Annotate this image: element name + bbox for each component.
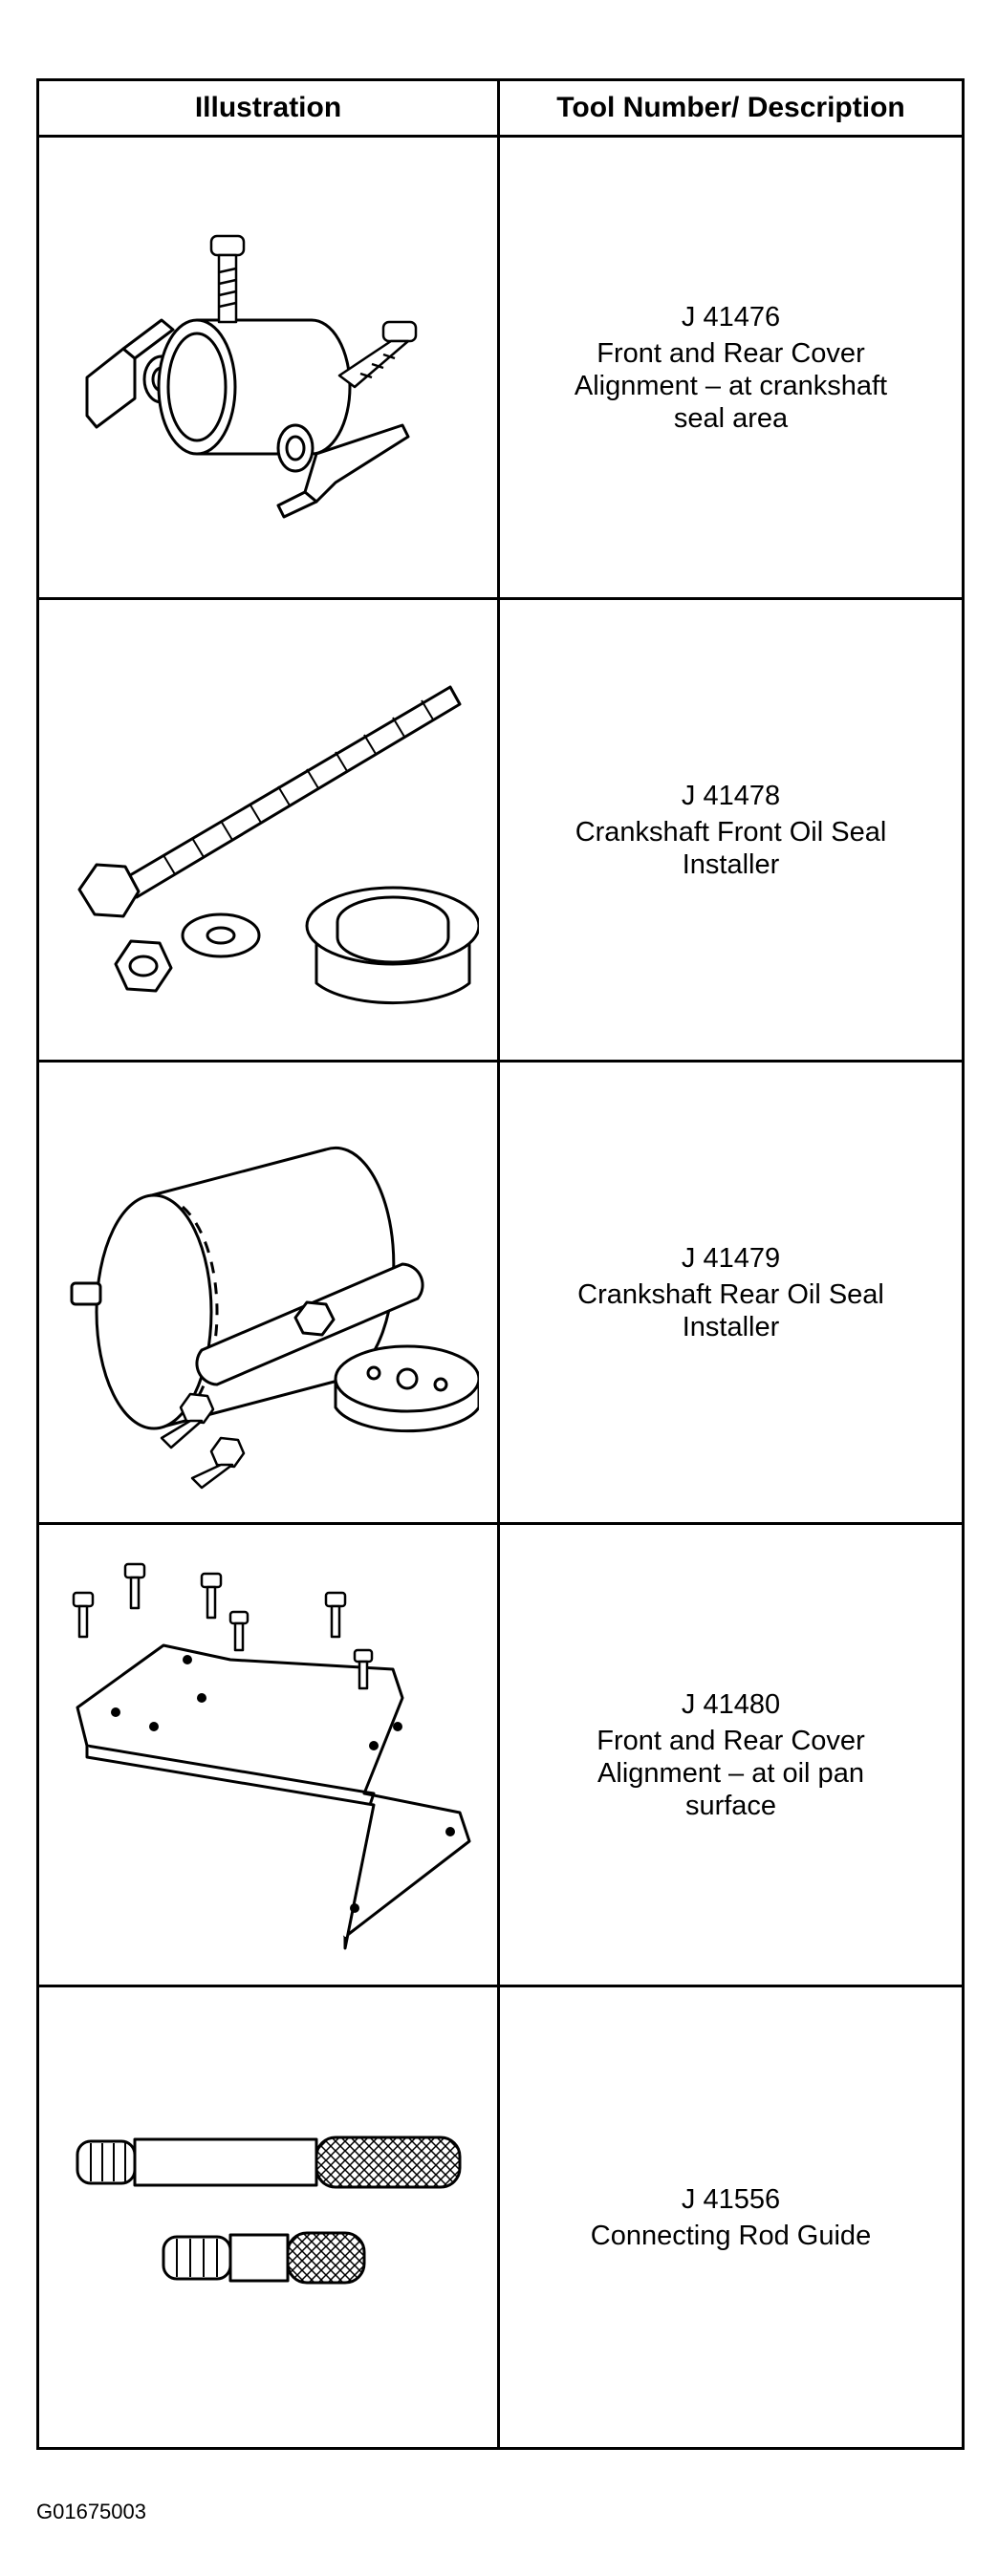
special-tools-table: Illustration Tool Number/ Description — [36, 78, 965, 2450]
description-cell: J 41476 Front and Rear Cover Alignment –… — [497, 135, 965, 600]
tool-number: J 41478 — [681, 780, 781, 811]
header-illustration: Illustration — [36, 78, 500, 138]
connecting-rod-guide-icon — [76, 2136, 461, 2284]
illustration-cell — [36, 1985, 500, 2450]
header-tool-number-description: Tool Number/ Description — [497, 78, 965, 138]
table-row: J 41479 Crankshaft Rear Oil Seal Install… — [36, 1060, 965, 1525]
header-row: Illustration Tool Number/ Description — [36, 78, 965, 138]
oil-pan-alignment-plate-icon — [72, 1562, 470, 1949]
description-cell: J 41556 Connecting Rod Guide — [497, 1985, 965, 2450]
front-oil-seal-installer-icon — [77, 685, 479, 1004]
description-cell: J 41480 Front and Rear Cover Alignment –… — [497, 1522, 965, 1987]
illustration-cell — [36, 1060, 500, 1525]
illustration-cell — [36, 1522, 500, 1987]
tool-number: J 41556 — [681, 2183, 781, 2215]
description-cell: J 41479 Crankshaft Rear Oil Seal Install… — [497, 1060, 965, 1525]
cover-alignment-tool-icon — [85, 234, 417, 518]
tool-description: Front and Rear Cover Alignment – at oil … — [597, 1725, 865, 1821]
table-row: J 41476 Front and Rear Cover Alignment –… — [36, 135, 965, 600]
table-row: J 41556 Connecting Rod Guide — [36, 1985, 965, 2450]
tool-number: J 41479 — [681, 1242, 781, 1274]
tool-number: J 41480 — [681, 1688, 781, 1720]
tool-description: Crankshaft Front Oil Seal Installer — [575, 816, 887, 880]
tool-description: Connecting Rod Guide — [590, 2220, 872, 2251]
tool-description: Front and Rear Cover Alignment – at cran… — [574, 337, 888, 434]
table-row: J 41480 Front and Rear Cover Alignment –… — [36, 1522, 965, 1987]
table-row: J 41478 Crankshaft Front Oil Seal Instal… — [36, 597, 965, 1063]
tool-description: Crankshaft Rear Oil Seal Installer — [577, 1278, 884, 1342]
description-cell: J 41478 Crankshaft Front Oil Seal Instal… — [497, 597, 965, 1063]
rear-oil-seal-installer-icon — [70, 1146, 479, 1489]
tool-number: J 41476 — [681, 301, 781, 333]
illustration-cell — [36, 135, 500, 600]
figure-code: G01675003 — [36, 2500, 146, 2523]
illustration-cell — [36, 597, 500, 1063]
